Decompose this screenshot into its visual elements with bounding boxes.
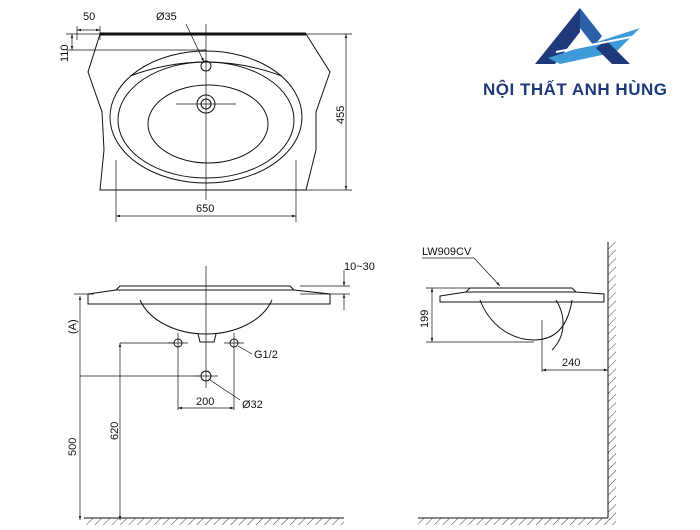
side-counter [439,287,605,303]
dim-supply-spacing-label: 200 [196,396,214,408]
model-label: LW909CV [422,246,472,258]
dim-bowl-height-label: 199 [419,310,431,328]
dim-supply-height-label: 620 [109,422,121,440]
brand-name: NỘI THẤT ANH HÙNG [483,80,667,99]
front-counter [87,285,331,305]
brand-logo: NỘI THẤT ANH HÙNG [483,8,667,99]
side-basin-bowl [479,299,573,341]
triangle-a-logo-icon [535,8,640,64]
basin-bowl [147,84,269,164]
dim-offset-label: 50 [83,11,95,23]
dim-wall-distance-label: 240 [562,357,580,369]
dim-depth-label: 455 [335,106,347,124]
dim-hole-offset-label: 110 [59,44,71,62]
dim-height-label: (A) [67,319,79,334]
dim-width-label: 650 [196,203,214,215]
dim-thread-label: G1/2 [254,349,278,361]
front-floor-hatch [84,518,344,525]
front-view: (A) 500 620 10~30 G1/2 200 Ø32 [67,261,375,525]
side-overflow [551,299,564,351]
counter-outline [87,33,331,191]
dim-hole-diameter-label: Ø35 [156,11,177,23]
front-drain-stub [197,333,217,343]
side-view: LW909CV 199 240 [418,242,616,525]
side-floor-hatch [418,518,616,525]
dim-lip-label: 10~30 [344,261,375,273]
wall-hatch [608,242,616,520]
dim-drain-diameter-label: Ø32 [242,399,263,411]
dim-drain-height-label: 500 [67,438,79,456]
top-view: 50 Ø35 110 455 650 [59,11,352,222]
